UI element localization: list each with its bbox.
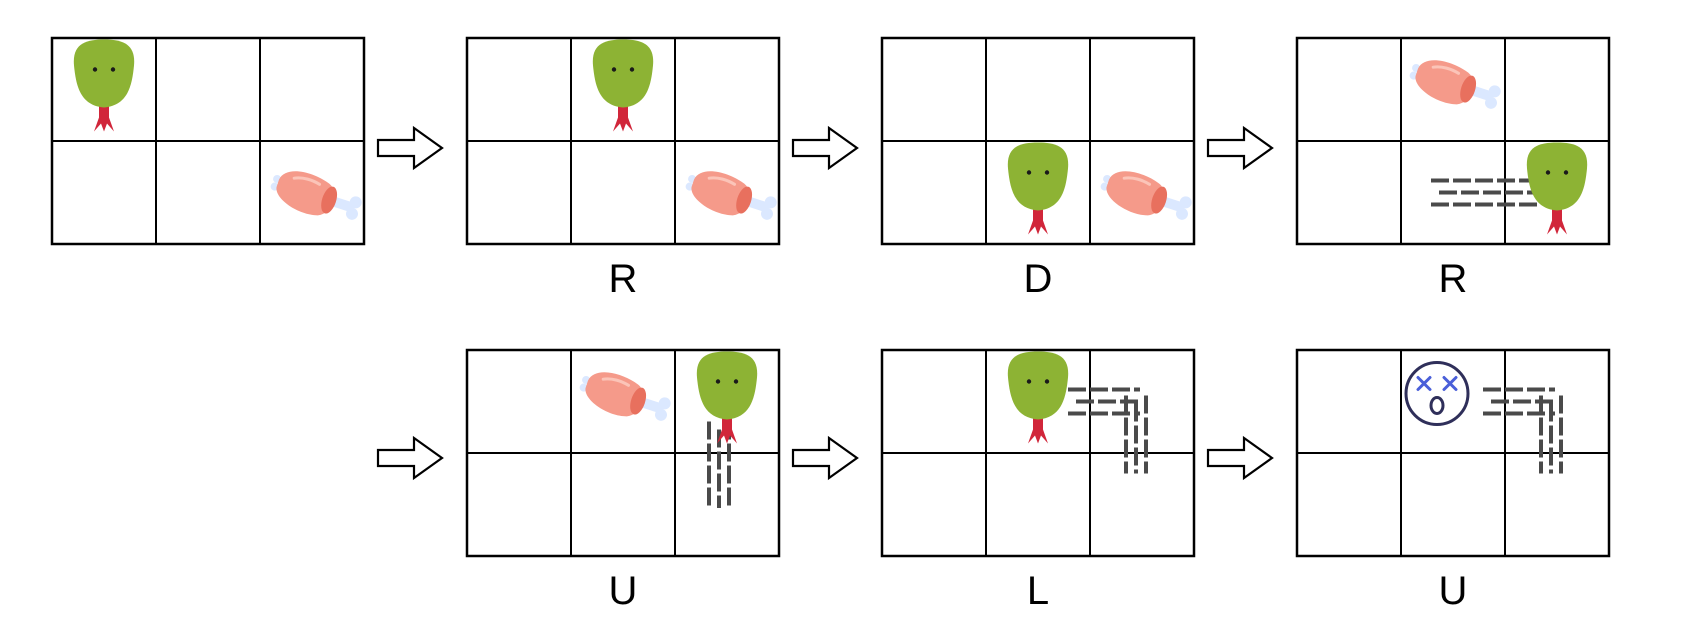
game-frame-6	[880, 348, 1196, 558]
snake-head-icon	[1007, 351, 1069, 444]
dead-face-icon	[1404, 361, 1470, 426]
game-frame-4	[1295, 36, 1611, 246]
meat-icon	[1409, 60, 1501, 109]
snake-body-icon	[1483, 387, 1555, 416]
move-label: R	[609, 257, 638, 301]
meat-icon	[685, 171, 777, 220]
snake-head-icon	[73, 39, 135, 132]
move-label: D	[1024, 257, 1053, 301]
meat-icon	[270, 171, 362, 220]
snake-head-icon	[592, 39, 654, 132]
arrow-right-icon	[1206, 125, 1274, 171]
snake-head-icon	[696, 351, 758, 444]
snake-head-icon	[1526, 142, 1588, 235]
move-label: U	[609, 569, 638, 613]
move-label: U	[1439, 569, 1468, 613]
snake-head-icon	[1007, 142, 1069, 235]
game-frame-5	[465, 348, 781, 558]
arrow-right-icon	[376, 435, 444, 481]
arrow-right-icon	[1206, 435, 1274, 481]
meat-icon	[1100, 171, 1192, 220]
snake-body-icon	[1124, 395, 1148, 474]
game-frame-2	[465, 36, 781, 246]
snake-body-icon	[1539, 395, 1563, 474]
arrow-right-icon	[791, 435, 859, 481]
game-frame-1	[50, 36, 366, 246]
arrow-right-icon	[791, 125, 859, 171]
game-frame-7	[1295, 348, 1611, 558]
arrow-right-icon	[376, 125, 444, 171]
game-frame-3	[880, 36, 1196, 246]
move-label: L	[1027, 569, 1049, 613]
move-label: R	[1439, 257, 1468, 301]
meat-icon	[579, 372, 671, 421]
